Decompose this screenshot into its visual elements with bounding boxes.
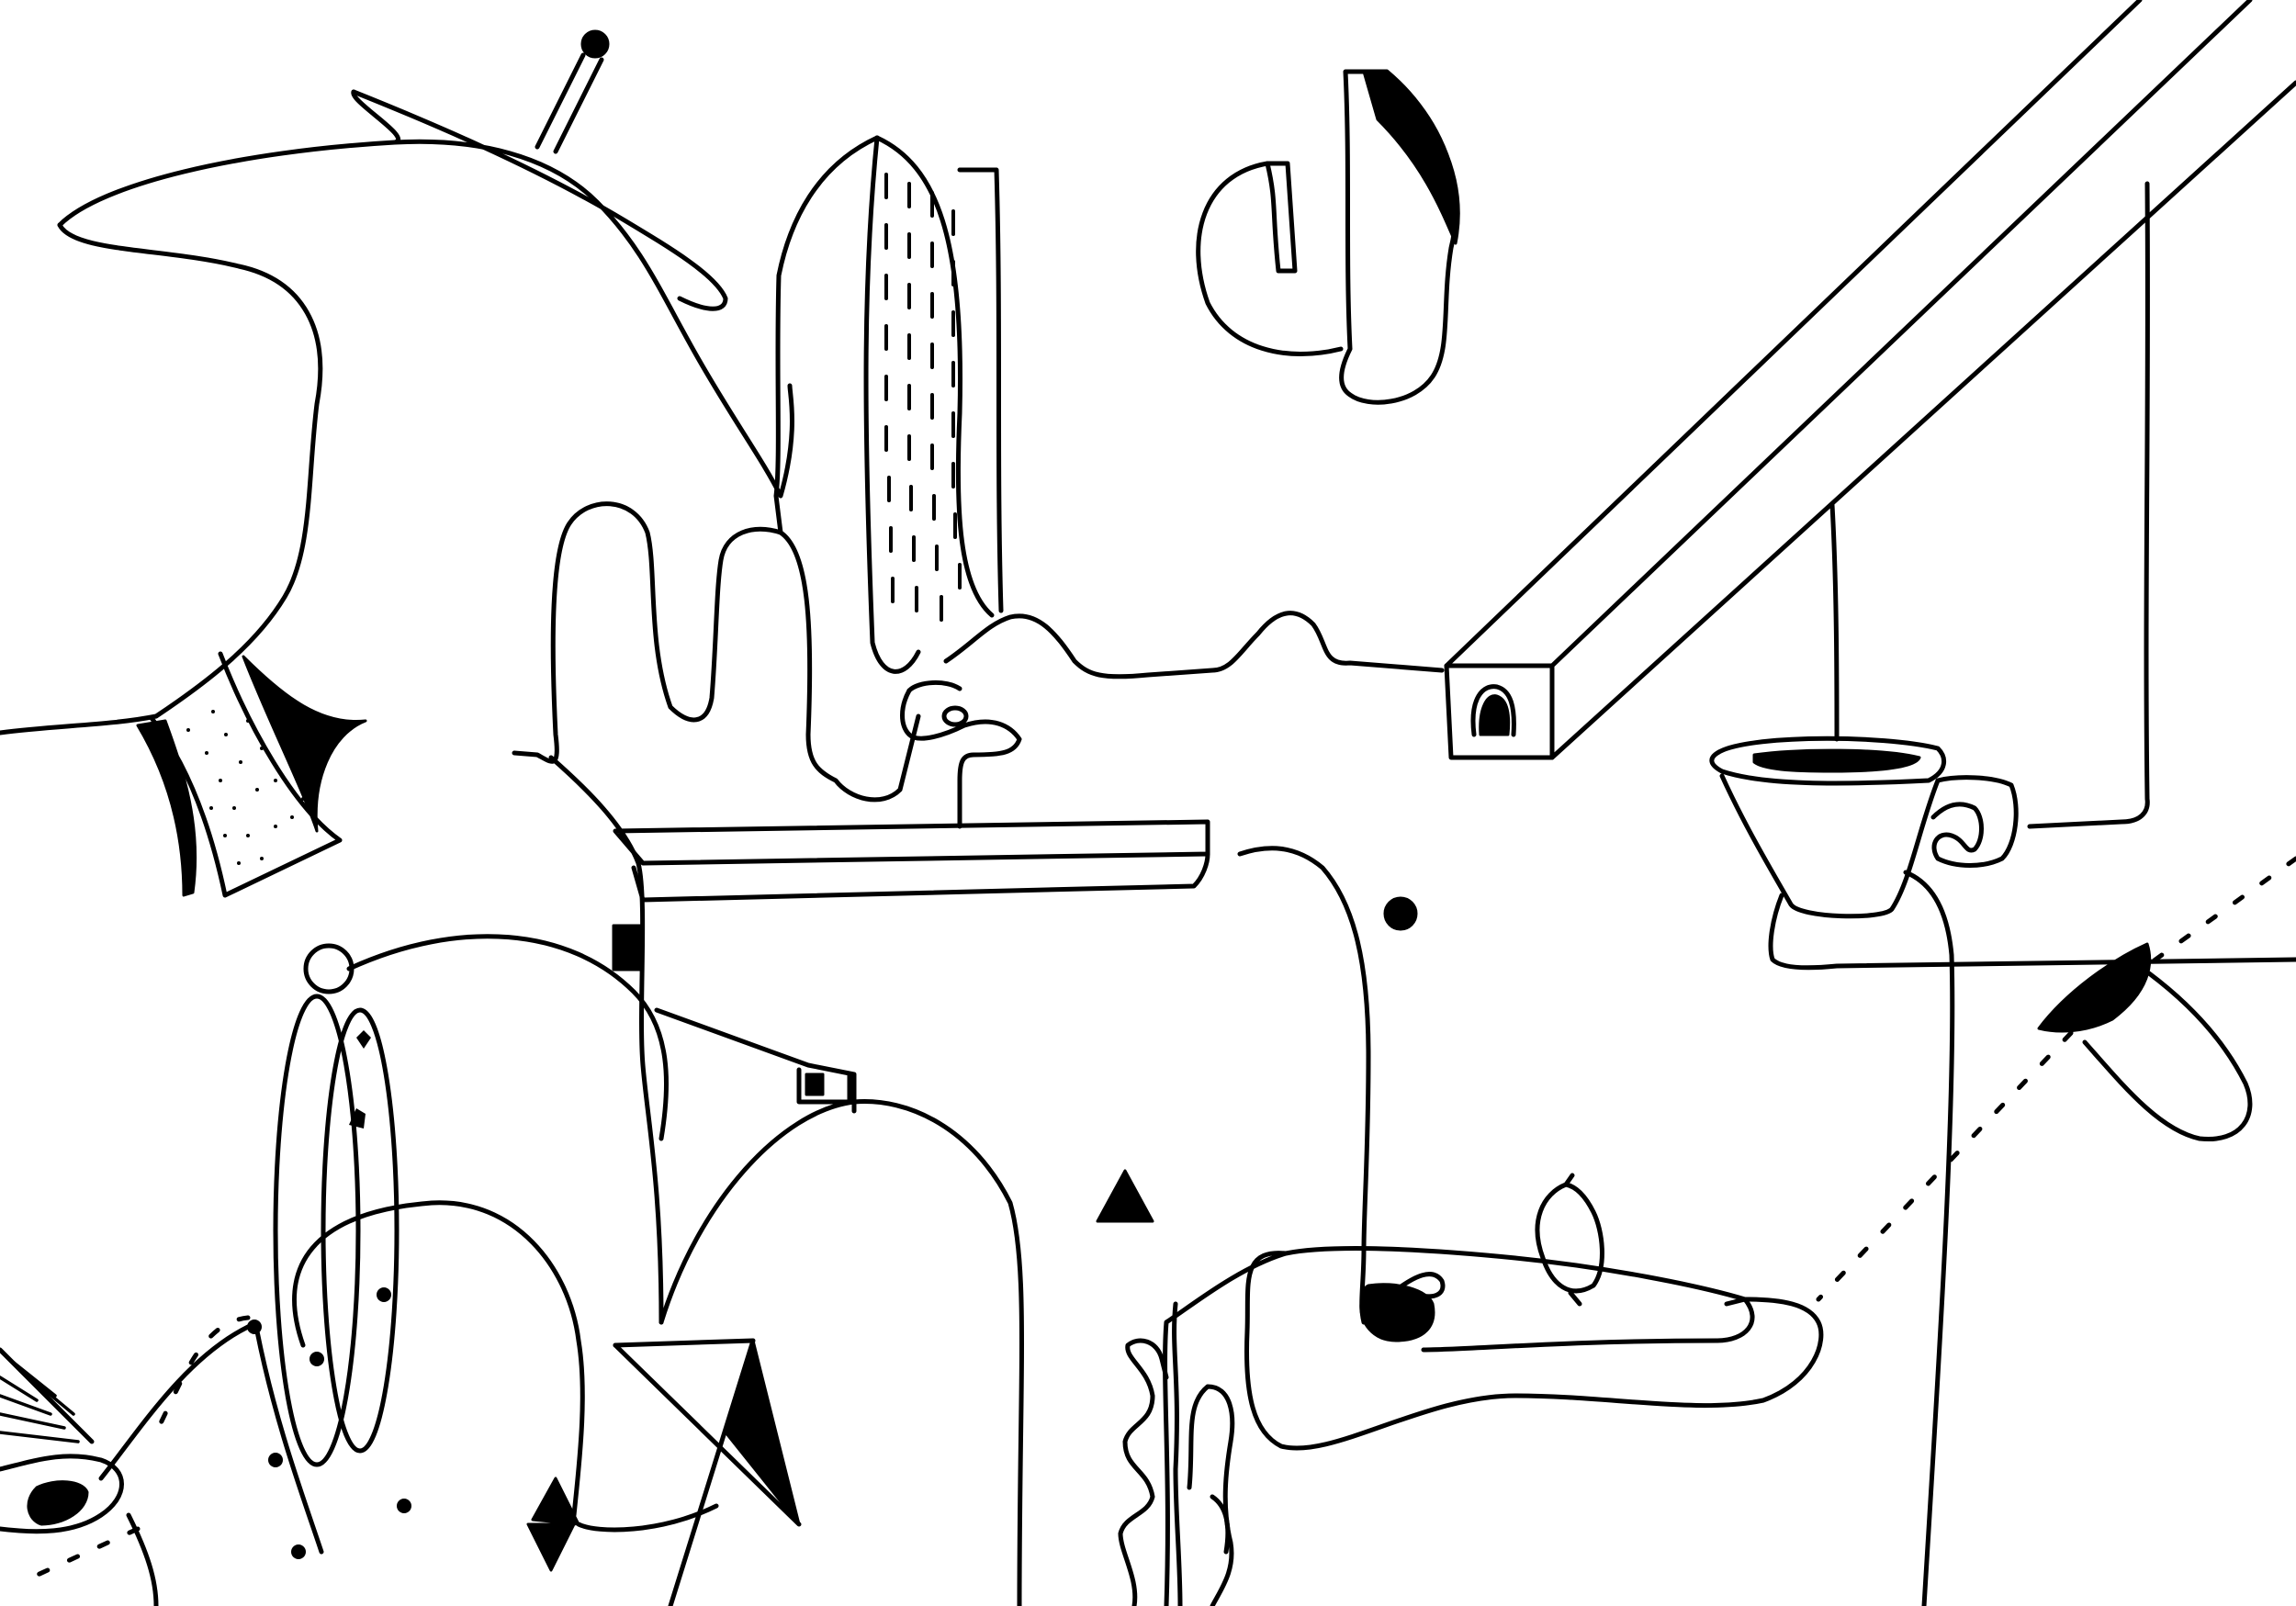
triangle-key — [526, 1169, 1154, 1606]
pole — [2027, 181, 2150, 829]
ring-icon — [303, 943, 355, 994]
wavy-wall — [512, 501, 1445, 803]
bottom-left-leaf — [0, 1315, 251, 1606]
coil-structure — [247, 934, 670, 1559]
notch-icon — [612, 924, 643, 971]
pear-bird-shape — [0, 29, 794, 736]
triangle-icon — [1096, 1169, 1154, 1223]
latch-icon — [805, 1073, 825, 1096]
striped-book — [773, 135, 1004, 674]
crescent-moon — [1196, 69, 1460, 405]
shell-shape — [136, 651, 367, 898]
lemon — [1535, 1173, 1604, 1307]
coffee-cup — [1709, 502, 2296, 1606]
knob-icon — [580, 29, 610, 59]
knife-shape — [1816, 856, 2296, 1302]
strawberry — [1359, 1272, 1446, 1342]
dot-icon — [1383, 896, 1418, 931]
arch-structure — [548, 755, 1024, 1606]
tray-structure — [1163, 846, 1824, 1606]
table-line — [1768, 893, 2296, 971]
shelf — [613, 819, 1210, 903]
diagonal-beam — [1444, 0, 2296, 760]
hanging-string — [1829, 502, 1840, 742]
bird-head — [900, 680, 1022, 829]
wavy-cactus — [1118, 1338, 1235, 1606]
bird-eye-icon — [941, 705, 969, 727]
